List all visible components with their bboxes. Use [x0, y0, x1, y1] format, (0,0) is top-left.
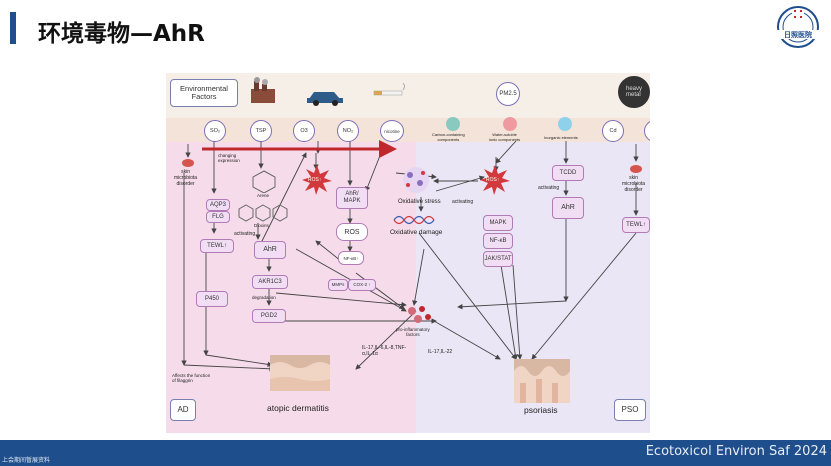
tsp-circle: TSP [250, 120, 272, 142]
ros-circle: ROS [336, 223, 368, 241]
degradation-label: degradation [252, 295, 276, 300]
cox2-box: COX-2 ↑ [348, 279, 376, 291]
atopic-dermatitis-label: atopic dermatitis [267, 403, 329, 413]
inorganic-elements-icon [558, 117, 572, 131]
so2-circle: SO₂ [204, 120, 226, 142]
cigarette-icon [373, 83, 405, 96]
aqp3-box: AQP3 [206, 199, 230, 211]
environmental-factors-header: Environmental Factors [170, 79, 238, 107]
pso-skin-section-icon [514, 359, 570, 403]
pro-inflammatory-cluster-icon [408, 306, 431, 323]
ahr-box-right: AhR [552, 197, 584, 219]
skin-microbiota-label-left: skin microbiota disorder [174, 169, 198, 187]
ahr-mapk-box: AhR/ MAPK [336, 187, 368, 209]
oxidative-stress-label: Oxidative stress [398, 199, 441, 205]
il-right-label: IL-17,IL-22 [428, 349, 453, 355]
car-icon [307, 92, 343, 106]
ahr-box-middle: AhR [254, 241, 286, 259]
p450-box: P450 [196, 291, 228, 307]
pso-badge: PSO [614, 399, 646, 421]
activating-label-far-right: activating [538, 185, 560, 191]
changing-expression-label: changing expression [218, 153, 240, 163]
ros-burst-left [302, 165, 332, 195]
water-soluble-icon [503, 117, 517, 131]
water-soluble-label: Water-soluble ionic components [489, 132, 521, 142]
top-region [166, 73, 650, 118]
psoriasis-label: psoriasis [524, 405, 558, 415]
footer-small-text: 上会期间暂展资料 [2, 458, 51, 464]
cd-circle: Cd [602, 120, 624, 142]
tewl-box-left: TEWL↑ [200, 239, 234, 253]
inorganic-elements-label: Inorganic elements [544, 135, 578, 140]
carbon-components-label: Carbon-containing components [432, 132, 465, 142]
slide-title: 环境毒物—AhR [38, 21, 205, 47]
footer-bar [0, 440, 831, 466]
pro-inflammatory-label: pro-inflammatory factors [396, 327, 430, 337]
nicotine-circle: nicotine [380, 120, 404, 142]
ros-burst-right [480, 165, 510, 195]
arene-structure-icon [252, 170, 276, 193]
activating-label-middle: activating [234, 231, 256, 237]
microbiota-icon-right [630, 165, 642, 173]
mmps-box: MMPs [328, 279, 348, 291]
activating-label-right: activating [452, 199, 474, 205]
citation: Ecotoxicol Environ Saf 2024 [645, 444, 827, 459]
ad-badge: AD [170, 399, 196, 421]
ad-skin-section-icon [270, 355, 330, 391]
ros-burst-left-label: ROS↑ [308, 177, 322, 183]
arene-label: Arene [257, 193, 270, 198]
oxidative-damage-label: Oxidative damage [390, 229, 443, 236]
logo-text: 日照医院 [784, 31, 812, 39]
mapk-box: MAPK [483, 215, 513, 231]
ros-burst-right-label: ROS↑ [486, 177, 500, 183]
filaggrin-label: Affects the function of filaggrin [172, 373, 211, 383]
no2-circle: NO₂ [337, 120, 359, 142]
pathway-arrows [181, 140, 639, 372]
tewl-box-right: TEWL↑ [622, 217, 650, 233]
pm25-circle: PM2.5 [496, 82, 520, 106]
hospital-logo: 日照医院 [769, 6, 827, 48]
nfkb-box-right: NF-κB [483, 233, 513, 249]
title-accent-bar [10, 12, 16, 44]
akr1c3-box: AKR1C3 [252, 275, 288, 289]
factory-icon [251, 77, 275, 103]
carbon-component-icon [446, 117, 460, 131]
skin-microbiota-label-right: skin microbiota disorder [622, 175, 646, 193]
flg-box: FLG [206, 211, 230, 223]
jak-stat-box: JAK/STAT [483, 251, 513, 267]
ahr-pathway-figure: Environmental Factors PM2.5 heavy metal … [166, 73, 650, 433]
heavy-metal-circle: heavy metal [618, 76, 650, 108]
dioxins-label: Dioxins [254, 223, 269, 228]
microbiota-icon-left [182, 159, 194, 167]
pgd2-box: PGD2 [252, 309, 286, 323]
dioxins-structure-icon [238, 204, 288, 222]
tcdd-box: TCDD [552, 165, 584, 181]
nfkb-circle-middle: NF-κB↑ [338, 251, 364, 265]
o3-circle: O3 [293, 120, 315, 142]
oxidative-stress-cell-icon [403, 167, 429, 193]
il-left-label: IL-17,IL-6,IL-8,TNF- α,IL-1α [362, 345, 407, 357]
dna-helix-icon [393, 215, 435, 225]
